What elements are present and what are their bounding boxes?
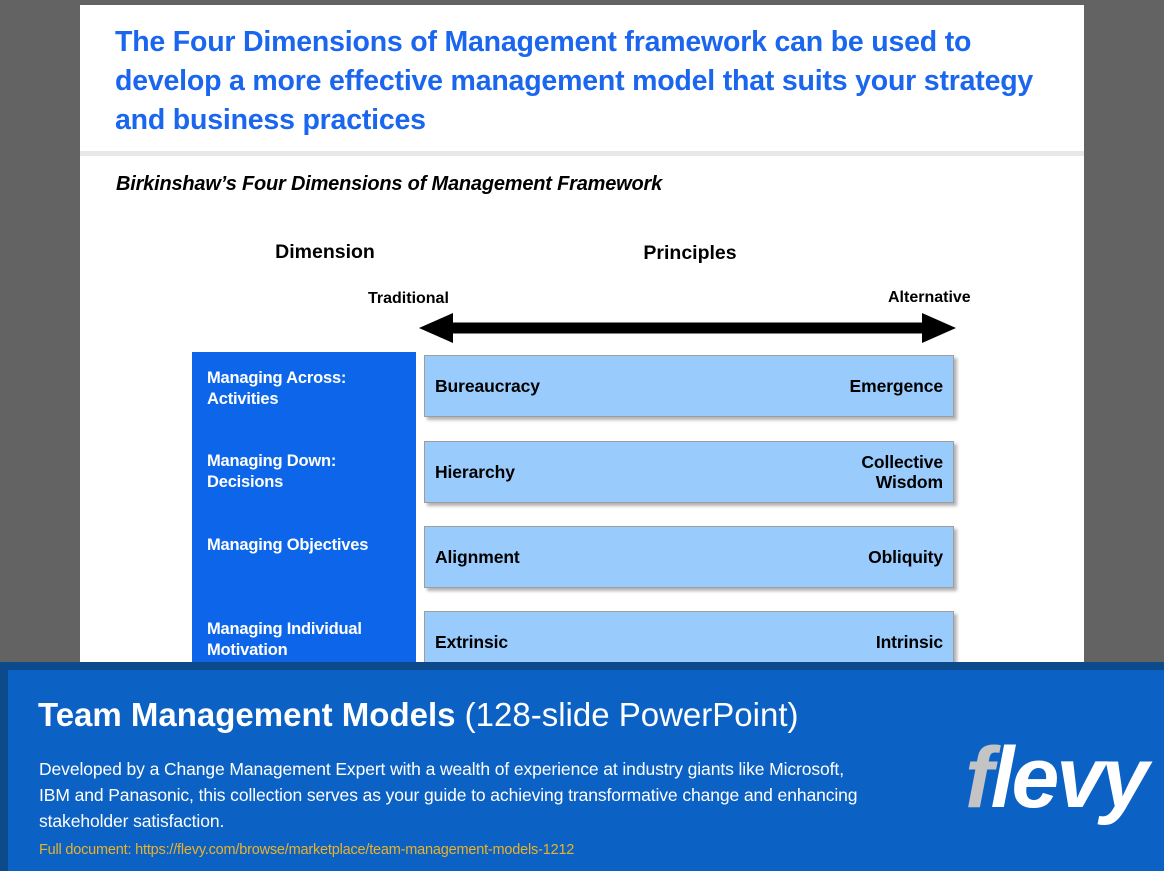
scale-label-traditional: Traditional (368, 290, 449, 307)
principle-alternative-2: Obliquity (868, 547, 943, 567)
column-header-dimension: Dimension (275, 241, 375, 263)
principle-alternative-0: Emergence (849, 376, 944, 396)
slide-canvas: The Four Dimensions of Management framew… (80, 5, 1084, 727)
principle-row: Alignment Obliquity (424, 526, 954, 588)
flevy-logo-f: f (964, 730, 994, 826)
double-headed-arrow-icon (419, 313, 956, 343)
promo-document-url[interactable]: Full document: https://flevy.com/browse/… (39, 842, 575, 858)
dimension-label-2: Managing Objectives (207, 536, 369, 554)
principle-row: Bureaucracy Emergence (424, 355, 954, 417)
promo-title-product: Team Management Models (38, 696, 456, 733)
promo-title-format: (128-slide PowerPoint) (455, 696, 799, 733)
column-header-principles: Principles (643, 242, 737, 264)
title-divider (80, 151, 1084, 156)
promo-title: Team Management Models (128-slide PowerP… (38, 696, 798, 734)
dimension-label-3: Managing Individual Motivation (207, 620, 362, 659)
promo-banner: Team Management Models (128-slide PowerP… (0, 662, 1164, 871)
dimension-label-1: Managing Down: Decisions (207, 452, 337, 491)
scale-label-alternative: Alternative (888, 289, 971, 306)
principle-traditional-1: Hierarchy (435, 462, 515, 482)
promo-banner-inner: Team Management Models (128-slide PowerP… (8, 670, 1164, 871)
flevy-logo-levy: levy (990, 730, 1149, 826)
framework-matrix: Managing Across: Activities Managing Dow… (80, 345, 1084, 727)
principle-traditional-0: Bureaucracy (435, 376, 540, 396)
principle-alternative-3: Intrinsic (875, 632, 943, 652)
dimension-panel: Managing Across: Activities Managing Dow… (192, 352, 416, 727)
title-block: The Four Dimensions of Management framew… (80, 5, 1084, 151)
page-title: The Four Dimensions of Management framew… (115, 26, 1034, 136)
principle-row: Hierarchy Collective Wisdom (424, 441, 954, 503)
dimension-label-0: Managing Across: Activities (207, 369, 347, 408)
flevy-logo: flevy (964, 728, 1149, 828)
framework-subtitle: Birkinshaw’s Four Dimensions of Manageme… (116, 173, 663, 195)
promo-description: Developed by a Change Management Expert … (39, 759, 858, 831)
principle-traditional-3: Extrinsic (435, 632, 509, 652)
principle-traditional-2: Alignment (435, 547, 520, 567)
principle-alternative-1: Collective Wisdom (861, 452, 943, 492)
